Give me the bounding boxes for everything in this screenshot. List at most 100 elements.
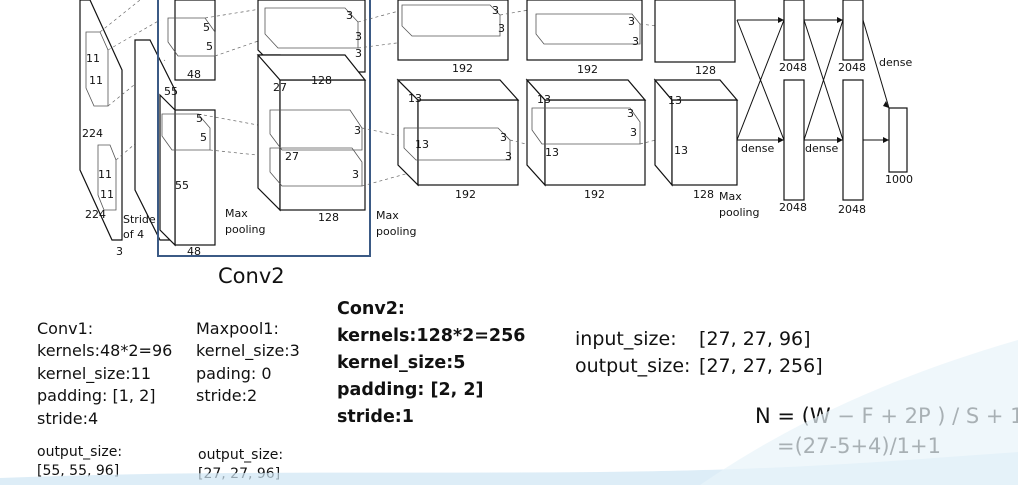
conv2-kernel-label: 3 <box>346 9 353 22</box>
conv1-output-label: output_size: <box>37 444 123 460</box>
conv2-volumes <box>256 0 421 212</box>
input-size-key: input_size: <box>575 328 677 350</box>
conv3-size-label: 13 <box>415 138 429 151</box>
size-panel: input_size: [27, 27, 96] output_size: [2… <box>575 326 823 380</box>
conv5-volumes <box>653 0 739 187</box>
conv4-kernel-label: 3 <box>630 126 637 139</box>
alexnet-architecture-diagram: 11 11 224 11 11 224 3 Stride of 4 55 55 … <box>79 0 913 258</box>
input-size-label: 224 <box>82 127 103 140</box>
conv2-highlight-box <box>157 0 371 257</box>
formula-line-2: =(27-5+4)/1+1 <box>777 434 941 458</box>
conv1-kernel-label: 5 <box>203 21 210 34</box>
dense-label: dense <box>879 56 912 69</box>
conv2-kernel-size: kernel_size:5 <box>337 353 466 373</box>
maxpool1-output: output_size: [27, 27, 96] <box>198 446 283 484</box>
conv5-size-label: 13 <box>674 144 688 157</box>
pooling-label: Max <box>225 207 248 220</box>
conv1-output: output_size: [55, 55, 96] <box>37 443 122 481</box>
conv4-kernel-label: 3 <box>628 15 635 28</box>
output-size-label: 1000 <box>885 173 913 186</box>
input-depth-label: 3 <box>116 245 123 258</box>
pooling-label: pooling <box>376 225 417 238</box>
maxpool1-padding: pading: 0 <box>196 363 272 383</box>
input-size-value: [27, 27, 96] <box>699 328 811 350</box>
conv1-kernel-size: kernel_size:11 <box>37 363 152 383</box>
maxpool1-kernel-size: kernel_size:3 <box>196 341 300 361</box>
conv1-kernels: kernels:48*2=96 <box>37 341 173 361</box>
conv1-depth-label: 48 <box>187 245 201 258</box>
input-size-label: 224 <box>85 208 106 221</box>
input-kernel-label: 11 <box>100 188 114 201</box>
maxpool1-output-value: [27, 27, 96] <box>198 466 281 482</box>
dense-label: dense <box>805 142 838 155</box>
conv5-depth-label: 128 <box>695 64 716 77</box>
output-size-value: [27, 27, 256] <box>699 355 823 377</box>
conv2-kernel-label: 3 <box>352 168 359 181</box>
conv4-kernel-label: 3 <box>627 107 634 120</box>
conv3-depth-label: 192 <box>455 188 476 201</box>
conv2-kernels: kernels:128*2=256 <box>337 326 526 346</box>
maxpool1-heading: Maxpool1: <box>196 319 279 338</box>
conv1-padding: padding: [1, 2] <box>37 386 156 406</box>
conv3-depth-label: 192 <box>452 62 473 75</box>
conv2-size-label: 27 <box>285 150 299 163</box>
conv1-kernel-label: 5 <box>200 131 207 144</box>
formula-line-1: N = (W − F + 2P ) / S + 1 <box>755 404 1018 428</box>
conv2-panel: Conv2: kernels:128*2=256 kernel_size:5 p… <box>337 296 525 431</box>
output-size-row: output_size: [27, 27, 256] <box>575 353 823 380</box>
conv2-title: Conv2 <box>218 264 285 288</box>
conv2-heading: Conv2: <box>337 299 405 319</box>
conv1-kernel-label: 5 <box>196 112 203 125</box>
conv2-kernel-label: 3 <box>355 30 362 43</box>
conv2-padding: padding: [2, 2] <box>337 380 484 400</box>
fc-size-label: 2048 <box>779 201 807 214</box>
conv2-depth-label: 128 <box>318 211 339 224</box>
conv3-size-label: 13 <box>408 92 422 105</box>
dense-label: dense <box>741 142 774 155</box>
fc-size-label: 2048 <box>838 203 866 216</box>
pooling-label: pooling <box>225 223 266 236</box>
conv5-depth-label: 128 <box>693 188 714 201</box>
conv3-kernel-label: 3 <box>500 131 507 144</box>
input-size-row: input_size: [27, 27, 96] <box>575 326 823 353</box>
conv1-size-label: 55 <box>164 85 178 98</box>
conv1-size-label: 55 <box>175 179 189 192</box>
dense-layers <box>736 0 908 201</box>
formula: N = (W − F + 2P ) / S + 1 =(27-5+4)/1+1 <box>755 401 1018 461</box>
conv1-heading: Conv1: <box>37 319 94 338</box>
conv3-kernel-label: 3 <box>492 4 499 17</box>
conv2-kernel-label: 3 <box>355 47 362 60</box>
conv5-size-label: 13 <box>668 94 682 107</box>
conv4-size-label: 13 <box>537 93 551 106</box>
conv1-stride: stride:4 <box>37 408 99 428</box>
diagram-labels: 11 11 224 11 11 224 3 Stride of 4 55 55 … <box>82 4 913 258</box>
pooling-label: pooling <box>719 206 760 219</box>
pooling-label: Max <box>719 190 742 203</box>
conv4-volumes <box>525 0 696 187</box>
conv1-output-value: [55, 55, 96] <box>37 463 120 479</box>
conv4-size-label: 13 <box>545 146 559 159</box>
conv4-depth-label: 192 <box>584 188 605 201</box>
conv3-kernel-label: 3 <box>505 150 512 163</box>
conv4-kernel-label: 3 <box>632 35 639 48</box>
conv2-size-label: 27 <box>273 81 287 94</box>
pooling-label: Max <box>376 209 399 222</box>
input-kernel-label: 11 <box>98 168 112 181</box>
maxpool1-panel: Maxpool1: kernel_size:3 pading: 0 stride… <box>196 318 300 408</box>
fc-size-label: 2048 <box>779 61 807 74</box>
output-size-key: output_size: <box>575 355 691 377</box>
maxpool1-stride: stride:2 <box>196 386 258 406</box>
conv1-panel: Conv1: kernels:48*2=96 kernel_size:11 pa… <box>37 318 172 430</box>
fc-size-label: 2048 <box>838 61 866 74</box>
stride-label: of 4 <box>123 228 144 241</box>
maxpool1-output-label: output_size: <box>198 447 284 463</box>
conv3-kernel-label: 3 <box>498 22 505 35</box>
conv2-stride: stride:1 <box>337 407 414 427</box>
conv4-depth-label: 192 <box>577 63 598 76</box>
conv2-kernel-label: 3 <box>354 124 361 137</box>
conv1-depth-label: 48 <box>187 68 201 81</box>
conv3-volumes <box>396 0 551 187</box>
conv1-kernel-label: 5 <box>206 40 213 53</box>
conv1-volumes <box>134 0 291 247</box>
input-kernel-label: 11 <box>86 52 100 65</box>
